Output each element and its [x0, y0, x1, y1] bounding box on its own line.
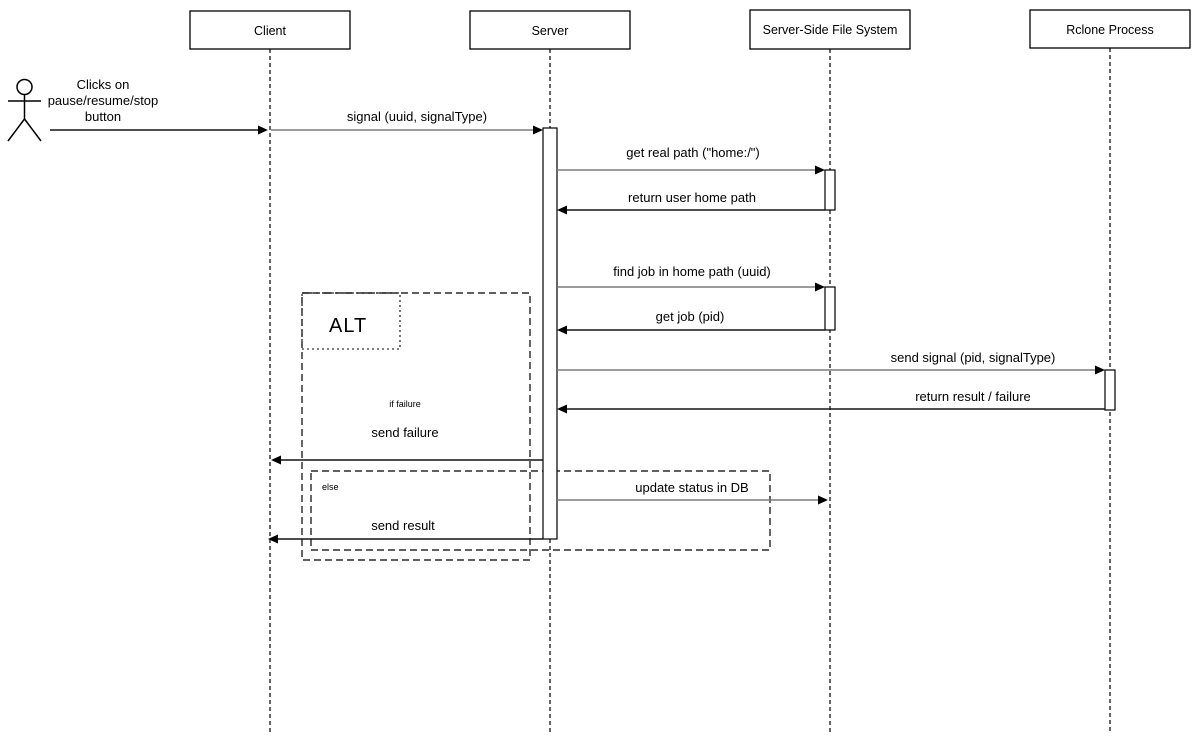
arrowhead-left-icon: [268, 534, 278, 544]
message-signal: signal (uuid, signalType): [271, 109, 543, 135]
message-find-job: find job in home path (uuid): [557, 264, 825, 292]
activation-bar-server: [542, 127, 558, 540]
participant-file-system-box: [749, 9, 911, 50]
message-find-job-label: find job in home path (uuid): [613, 264, 771, 279]
activation-bar-rclone: [1104, 369, 1116, 411]
alt-fragment-box: [301, 292, 531, 561]
message-return-result: return result / failure: [557, 389, 1105, 414]
actor-right-leg-icon: [23, 118, 42, 142]
participant-client-box: [189, 10, 351, 50]
message-get-job: get job (pid): [557, 309, 825, 335]
alt-else-guard-label: else: [322, 482, 339, 492]
arrowhead-left-icon: [557, 404, 567, 414]
activation-bar-file-system-2: [824, 286, 836, 331]
actor-left-leg-icon: [7, 118, 26, 142]
participant-rclone-box: [1029, 9, 1191, 49]
message-return-home-path-label: return user home path: [628, 190, 756, 205]
message-update-status: update status in DB: [557, 480, 828, 505]
message-send-signal-label: send signal (pid, signalType): [891, 350, 1056, 365]
actor-head-icon: [16, 78, 33, 96]
participant-rclone: Rclone Process: [1029, 9, 1191, 49]
message-send-result-label: send result: [371, 518, 435, 533]
arrowhead-right-icon: [1095, 365, 1105, 375]
participant-file-system-label: Server-Side File System: [763, 23, 898, 37]
participant-server: Server: [469, 10, 631, 50]
actor-figure: [7, 78, 42, 142]
participant-file-system: Server-Side File System: [749, 9, 911, 50]
message-send-signal: send signal (pid, signalType): [557, 350, 1105, 375]
message-get-real-path: get real path ("home:/"): [557, 145, 825, 175]
activation-bar-file-system-1: [824, 169, 836, 211]
arrowhead-right-icon: [258, 125, 268, 135]
alt-fragment: ALT if failure else: [301, 292, 771, 561]
arrowhead-right-icon: [818, 495, 828, 505]
arrowhead-left-icon: [271, 455, 281, 465]
participant-server-box: [469, 10, 631, 50]
message-update-status-label: update status in DB: [635, 480, 748, 495]
alt-else-box: [310, 470, 771, 551]
message-return-result-label: return result / failure: [915, 389, 1031, 404]
message-send-failure: send failure: [271, 425, 543, 465]
message-send-failure-label: send failure: [371, 425, 438, 440]
participant-rclone-label: Rclone Process: [1066, 23, 1154, 37]
message-return-home-path: return user home path: [557, 190, 825, 215]
alt-if-guard-label: if failure: [389, 399, 421, 409]
participant-client-label: Client: [254, 24, 286, 38]
participant-server-label: Server: [532, 24, 569, 38]
message-get-job-label: get job (pid): [656, 309, 725, 324]
participant-client: Client: [189, 10, 351, 50]
arrowhead-right-icon: [815, 282, 825, 292]
arrowhead-right-icon: [815, 165, 825, 175]
alt-label-box: [301, 292, 401, 350]
arrowhead-left-icon: [557, 205, 567, 215]
actor-message-line3: button: [85, 109, 121, 124]
message-actor-click: Clicks on pause/resume/stop button: [48, 77, 268, 135]
actor-message-line1: Clicks on: [77, 77, 130, 92]
arrowhead-right-icon: [533, 125, 543, 135]
actor-message-line2: pause/resume/stop: [48, 93, 159, 108]
alt-title-label: ALT: [329, 315, 367, 337]
message-signal-label: signal (uuid, signalType): [347, 109, 487, 124]
message-send-result: send result: [268, 518, 543, 544]
arrowhead-left-icon: [557, 325, 567, 335]
message-get-real-path-label: get real path ("home:/"): [626, 145, 760, 160]
